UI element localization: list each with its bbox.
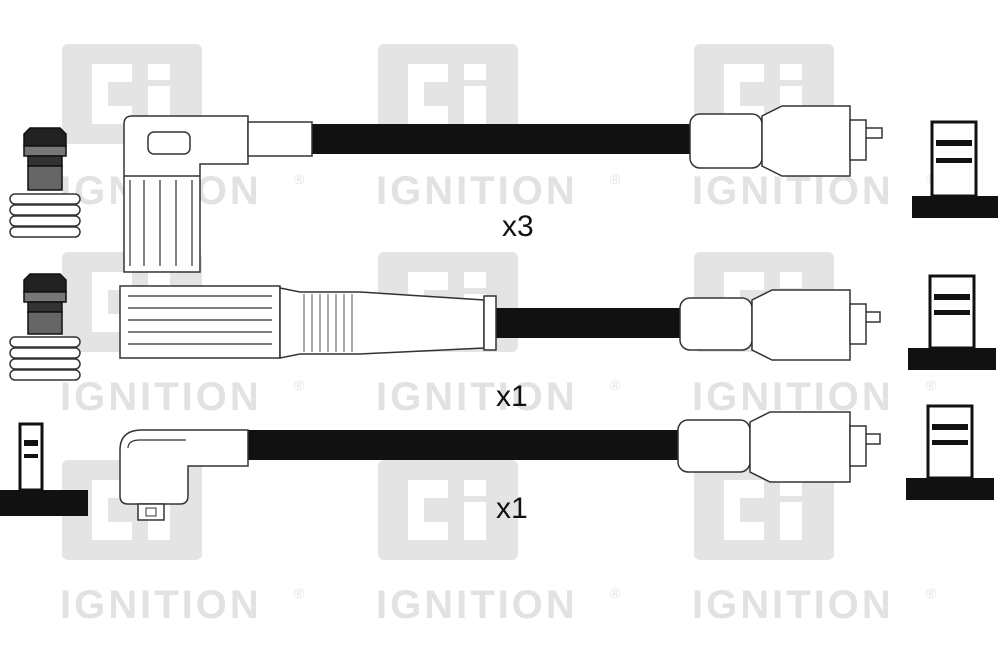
distributor-terminal-middle xyxy=(908,274,996,370)
plug-terminal-cap-middle xyxy=(9,273,81,381)
distributor-terminal-bottom xyxy=(906,404,994,500)
watermark-registered-mark: ® xyxy=(926,585,937,601)
watermark-brand-text: IGNITION xyxy=(376,169,578,213)
lead-1-quantity: x3 xyxy=(502,210,534,243)
lead-2-plug-boot xyxy=(119,285,497,359)
ignition-lead-3 xyxy=(119,411,881,521)
ignition-lead-1 xyxy=(123,105,883,273)
watermark-brand-text: IGNITION xyxy=(60,375,262,419)
lead-3-end-boot xyxy=(119,429,249,521)
coil-terminal-left xyxy=(0,422,88,516)
lead-2-coil-boot xyxy=(679,289,881,361)
watermark-brand-text: IGNITION xyxy=(376,583,578,627)
watermark-brand-text: IGNITION xyxy=(376,375,578,419)
watermark-registered-mark: ® xyxy=(294,171,305,187)
distributor-terminal-top xyxy=(912,120,998,218)
watermark-registered-mark: ® xyxy=(610,171,621,187)
lead-1-cable xyxy=(310,124,700,154)
lead-3-cable xyxy=(248,430,680,460)
watermark-brand-text: IGNITION xyxy=(60,583,262,627)
plug-terminal-cap-top xyxy=(9,127,81,238)
lead-2-quantity: x1 xyxy=(496,380,528,413)
watermark-registered-mark: ® xyxy=(294,585,305,601)
lead-1-plug-boot xyxy=(123,115,313,273)
watermark-registered-mark: ® xyxy=(610,377,621,393)
watermark-registered-mark: ® xyxy=(926,377,937,393)
watermark-registered-mark: ® xyxy=(294,377,305,393)
lead-2-cable xyxy=(496,308,690,338)
watermark-brand-text: IGNITION xyxy=(692,583,894,627)
lead-3-quantity: x1 xyxy=(496,492,528,525)
ignition-lead-2 xyxy=(119,285,881,361)
lead-1-coil-boot xyxy=(689,105,883,177)
watermark-registered-mark: ® xyxy=(610,585,621,601)
lead-3-coil-boot xyxy=(677,411,881,483)
watermark-grid: IGNITION IGNITION IGNITION IGNITION IGNI… xyxy=(60,44,937,627)
